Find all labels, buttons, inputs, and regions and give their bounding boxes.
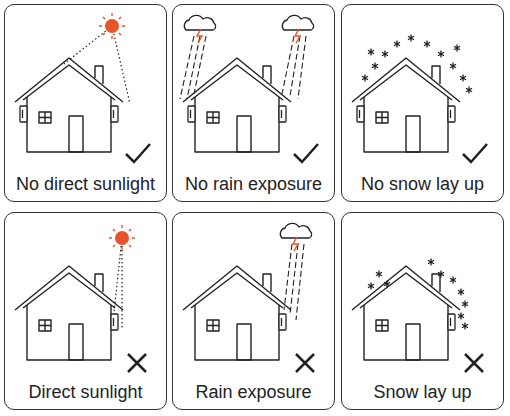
instruction-panel: No rain exposure <box>172 4 335 202</box>
panel-caption: Direct sunlight <box>28 383 142 403</box>
instruction-panel: Snow lay up <box>341 212 504 410</box>
panel-caption: Snow lay up <box>373 383 471 403</box>
instruction-panel: Rain exposure <box>172 212 335 410</box>
instruction-panel: No direct sunlight <box>4 4 167 202</box>
panel-caption: No rain exposure <box>185 175 322 195</box>
panel-caption: No direct sunlight <box>16 175 155 195</box>
instruction-panel: No snow lay up <box>341 4 504 202</box>
instruction-panel: Direct sunlight <box>4 212 167 410</box>
panel-caption: Rain exposure <box>195 383 311 403</box>
panel-caption: No snow lay up <box>361 175 484 195</box>
